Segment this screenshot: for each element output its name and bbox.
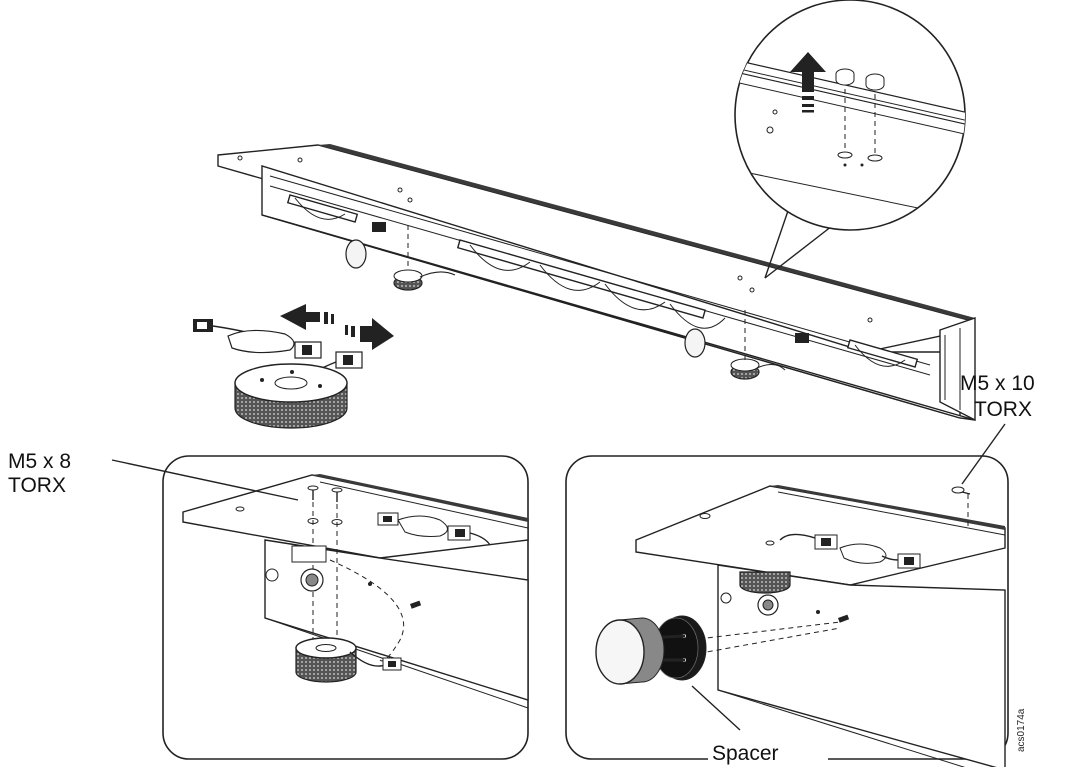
label-spacer: Spacer	[708, 738, 828, 765]
svg-text:TORX: TORX	[974, 398, 1032, 421]
detail-panel-left	[162, 455, 529, 760]
detail-panel-right	[565, 455, 1009, 767]
main-rail-assembly	[217, 144, 976, 422]
leader-m5x10	[961, 423, 1006, 485]
label-m5x10: M5 x 10 TORX	[960, 372, 1035, 485]
m5x8-screw-1	[307, 485, 319, 500]
zoom-callout	[734, 0, 966, 279]
svg-text:M5 x 10: M5 x 10	[960, 372, 1035, 395]
svg-text:Spacer: Spacer	[712, 742, 779, 765]
svg-text:M5 x 8: M5 x 8	[8, 450, 71, 473]
figure-code: acs0174a	[1016, 708, 1027, 752]
m5x8-screw-2	[331, 487, 343, 502]
detached-sensor-assembly	[193, 304, 394, 429]
label-m5x8: M5 x 8 TORX	[8, 450, 299, 501]
m5x10-screw	[951, 486, 971, 495]
svg-text:TORX: TORX	[8, 474, 66, 497]
roller-wheel	[595, 617, 665, 685]
leader-m5x8	[111, 459, 299, 501]
